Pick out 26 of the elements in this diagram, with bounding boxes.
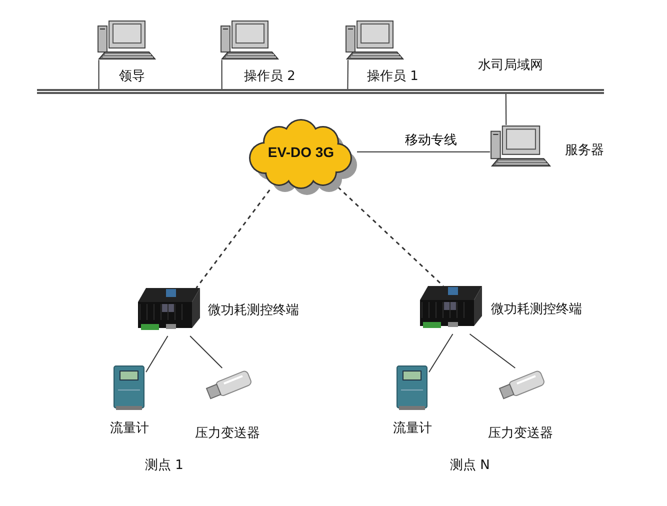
link-line bbox=[146, 336, 168, 373]
device-label: 流量计 bbox=[110, 421, 149, 437]
link-line bbox=[356, 151, 490, 152]
link-line bbox=[190, 336, 223, 368]
link-line bbox=[98, 60, 100, 90]
link-line bbox=[505, 94, 507, 126]
link-line bbox=[347, 60, 348, 90]
device-label: 微功耗测控终端 bbox=[491, 302, 582, 318]
dashed-link-line bbox=[337, 186, 444, 287]
network-name-label: 水司局域网 bbox=[478, 58, 543, 74]
device-label: 操作员 2 bbox=[244, 69, 296, 85]
device-label: 流量计 bbox=[393, 421, 432, 437]
device-label: 压力变送器 bbox=[488, 426, 553, 442]
device-label: 服务器 bbox=[565, 143, 604, 159]
link-line bbox=[428, 334, 454, 373]
site-label: 测点 N bbox=[450, 458, 490, 474]
site-label: 测点 1 bbox=[145, 458, 184, 474]
device-label: 领导 bbox=[119, 69, 145, 85]
device-label: 操作员 1 bbox=[367, 69, 418, 85]
device-label: 压力变送器 bbox=[195, 426, 260, 442]
link-line bbox=[221, 60, 222, 90]
network-label: EV-DO 3G bbox=[266, 144, 336, 160]
link-line bbox=[469, 334, 516, 368]
edge-label: 移动专线 bbox=[403, 133, 459, 149]
device-label: 微功耗测控终端 bbox=[208, 303, 299, 319]
dashed-link-line bbox=[196, 190, 270, 288]
